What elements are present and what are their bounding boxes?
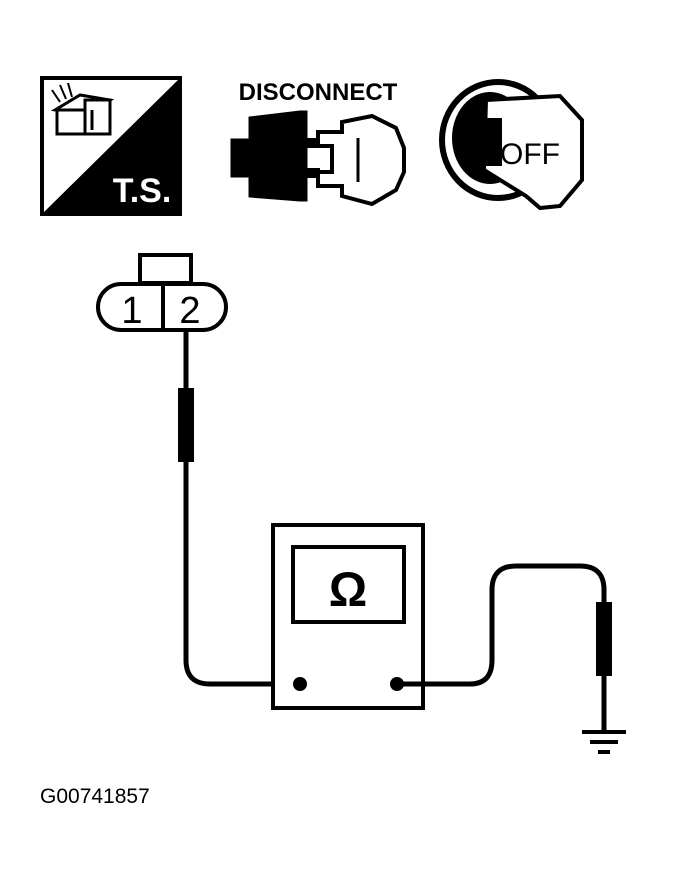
- disconnect-icon: DISCONNECT: [230, 79, 406, 207]
- ohmmeter: Ω: [271, 523, 425, 710]
- ground-icon: [582, 730, 626, 754]
- ohm-symbol: Ω: [329, 564, 367, 617]
- pin-1-label: 1: [121, 290, 142, 332]
- off-label: OFF: [500, 138, 560, 171]
- connector-2-pin: 1 2: [96, 253, 228, 332]
- connector-socket-icon: [230, 110, 320, 202]
- connector-plug-icon: [50, 82, 115, 136]
- disconnect-label: DISCONNECT: [239, 79, 398, 106]
- test-lead-left: [178, 330, 300, 687]
- test-lead-right: [397, 563, 612, 730]
- ignition-key-off-icon: OFF: [439, 79, 584, 211]
- figure-id: G00741857: [40, 785, 150, 808]
- pin-2-label: 2: [179, 290, 200, 332]
- probe-right: [596, 602, 612, 676]
- ts-label: T.S.: [113, 172, 172, 210]
- connector-plug-outline-icon: [316, 113, 406, 207]
- probe-left: [178, 388, 194, 462]
- meter-terminal-left: [293, 677, 307, 691]
- test-symbol-icon: T.S.: [40, 76, 182, 216]
